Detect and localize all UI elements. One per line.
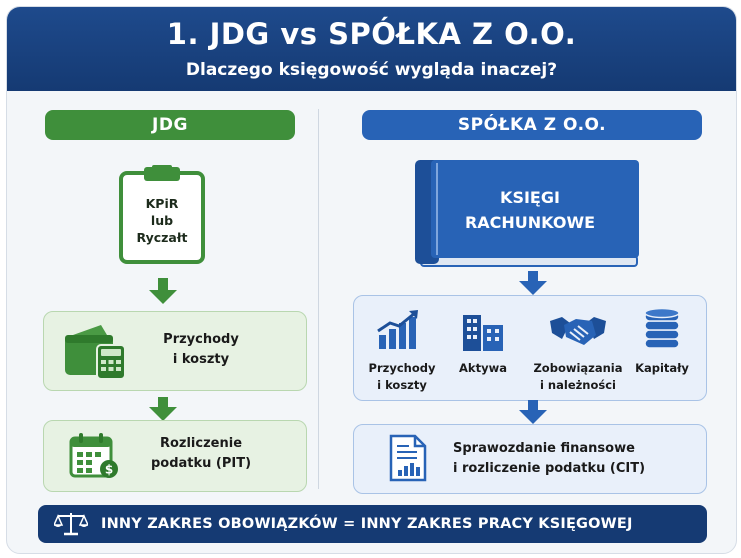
item-income-costs: Przychody i koszty (362, 360, 442, 394)
financial-statement-text: Sprawozdanie finansowe i rozliczenie pod… (453, 439, 645, 479)
calendar-icon: $ (69, 433, 118, 478)
text-line: Zobowiązania (533, 361, 623, 375)
column-divider (318, 109, 319, 489)
page-subtitle: Dlaczego księgowość wygląda inaczej? (185, 60, 558, 80)
pit-text: Rozliczenie podatku (PIT) (139, 434, 263, 474)
text-line: Aktywa (459, 361, 507, 375)
item-liabilities: Zobowiązania i należności (526, 360, 630, 394)
arrow-down-icon (519, 271, 547, 295)
page-title: 1. JDG vs SPÓŁKA Z O.O. (166, 17, 577, 51)
jdg-label: JDG (45, 110, 295, 140)
book-icon (415, 160, 639, 267)
report-document-icon (389, 434, 427, 482)
arrow-down-icon (519, 400, 547, 424)
text-line: podatku (PIT) (150, 456, 252, 471)
spolka-label: SPÓŁKA Z O.O. (362, 110, 702, 140)
arrow-down-icon (149, 278, 177, 304)
buildings-icon (463, 315, 503, 351)
text-line: i rozliczenie podatku (CIT) (453, 461, 646, 476)
wallet-calculator-icon (65, 325, 126, 380)
text-line: Przychody (368, 361, 436, 375)
text-line: i koszty (172, 352, 230, 367)
clipboard-line: lub (150, 213, 174, 228)
text-line: Rozliczenie (159, 436, 243, 451)
text-line: i należności (539, 378, 617, 392)
clipboard-line: Ryczałt (136, 230, 188, 245)
clipboard-text: KPiR lub Ryczałt (118, 195, 206, 246)
book-line: RACHUNKOWE (464, 213, 596, 232)
footer-text: INNY ZAKRES OBOWIĄZKÓW = INNY ZAKRES PRA… (101, 516, 633, 532)
item-assets: Aktywa (448, 360, 518, 377)
clipboard-line: KPiR (145, 196, 179, 211)
footer-banner: INNY ZAKRES OBOWIĄZKÓW = INNY ZAKRES PRA… (38, 505, 707, 543)
header-banner: 1. JDG vs SPÓŁKA Z O.O. Dlaczego księgow… (7, 7, 736, 91)
item-equity: Kapitały (629, 360, 695, 377)
book-line: KSIĘGI (500, 188, 560, 207)
infographic-frame: 1. JDG vs SPÓŁKA Z O.O. Dlaczego księgow… (6, 6, 737, 554)
growth-chart-icon (377, 310, 418, 349)
book-text: KSIĘGI RACHUNKOWE (437, 185, 623, 235)
text-line: Przychody (163, 332, 239, 347)
text-line: Kapitały (635, 361, 689, 375)
clipboard-icon (119, 165, 205, 264)
scale-icon (54, 513, 88, 536)
income-costs-text: Przychody i koszty (141, 330, 261, 370)
arrow-down-icon (149, 397, 177, 421)
coins-icon (644, 307, 680, 349)
text-line: Sprawozdanie finansowe (453, 441, 635, 456)
handshake-icon (550, 317, 606, 345)
svg-text:$: $ (105, 463, 113, 477)
text-line: i koszty (377, 378, 427, 392)
